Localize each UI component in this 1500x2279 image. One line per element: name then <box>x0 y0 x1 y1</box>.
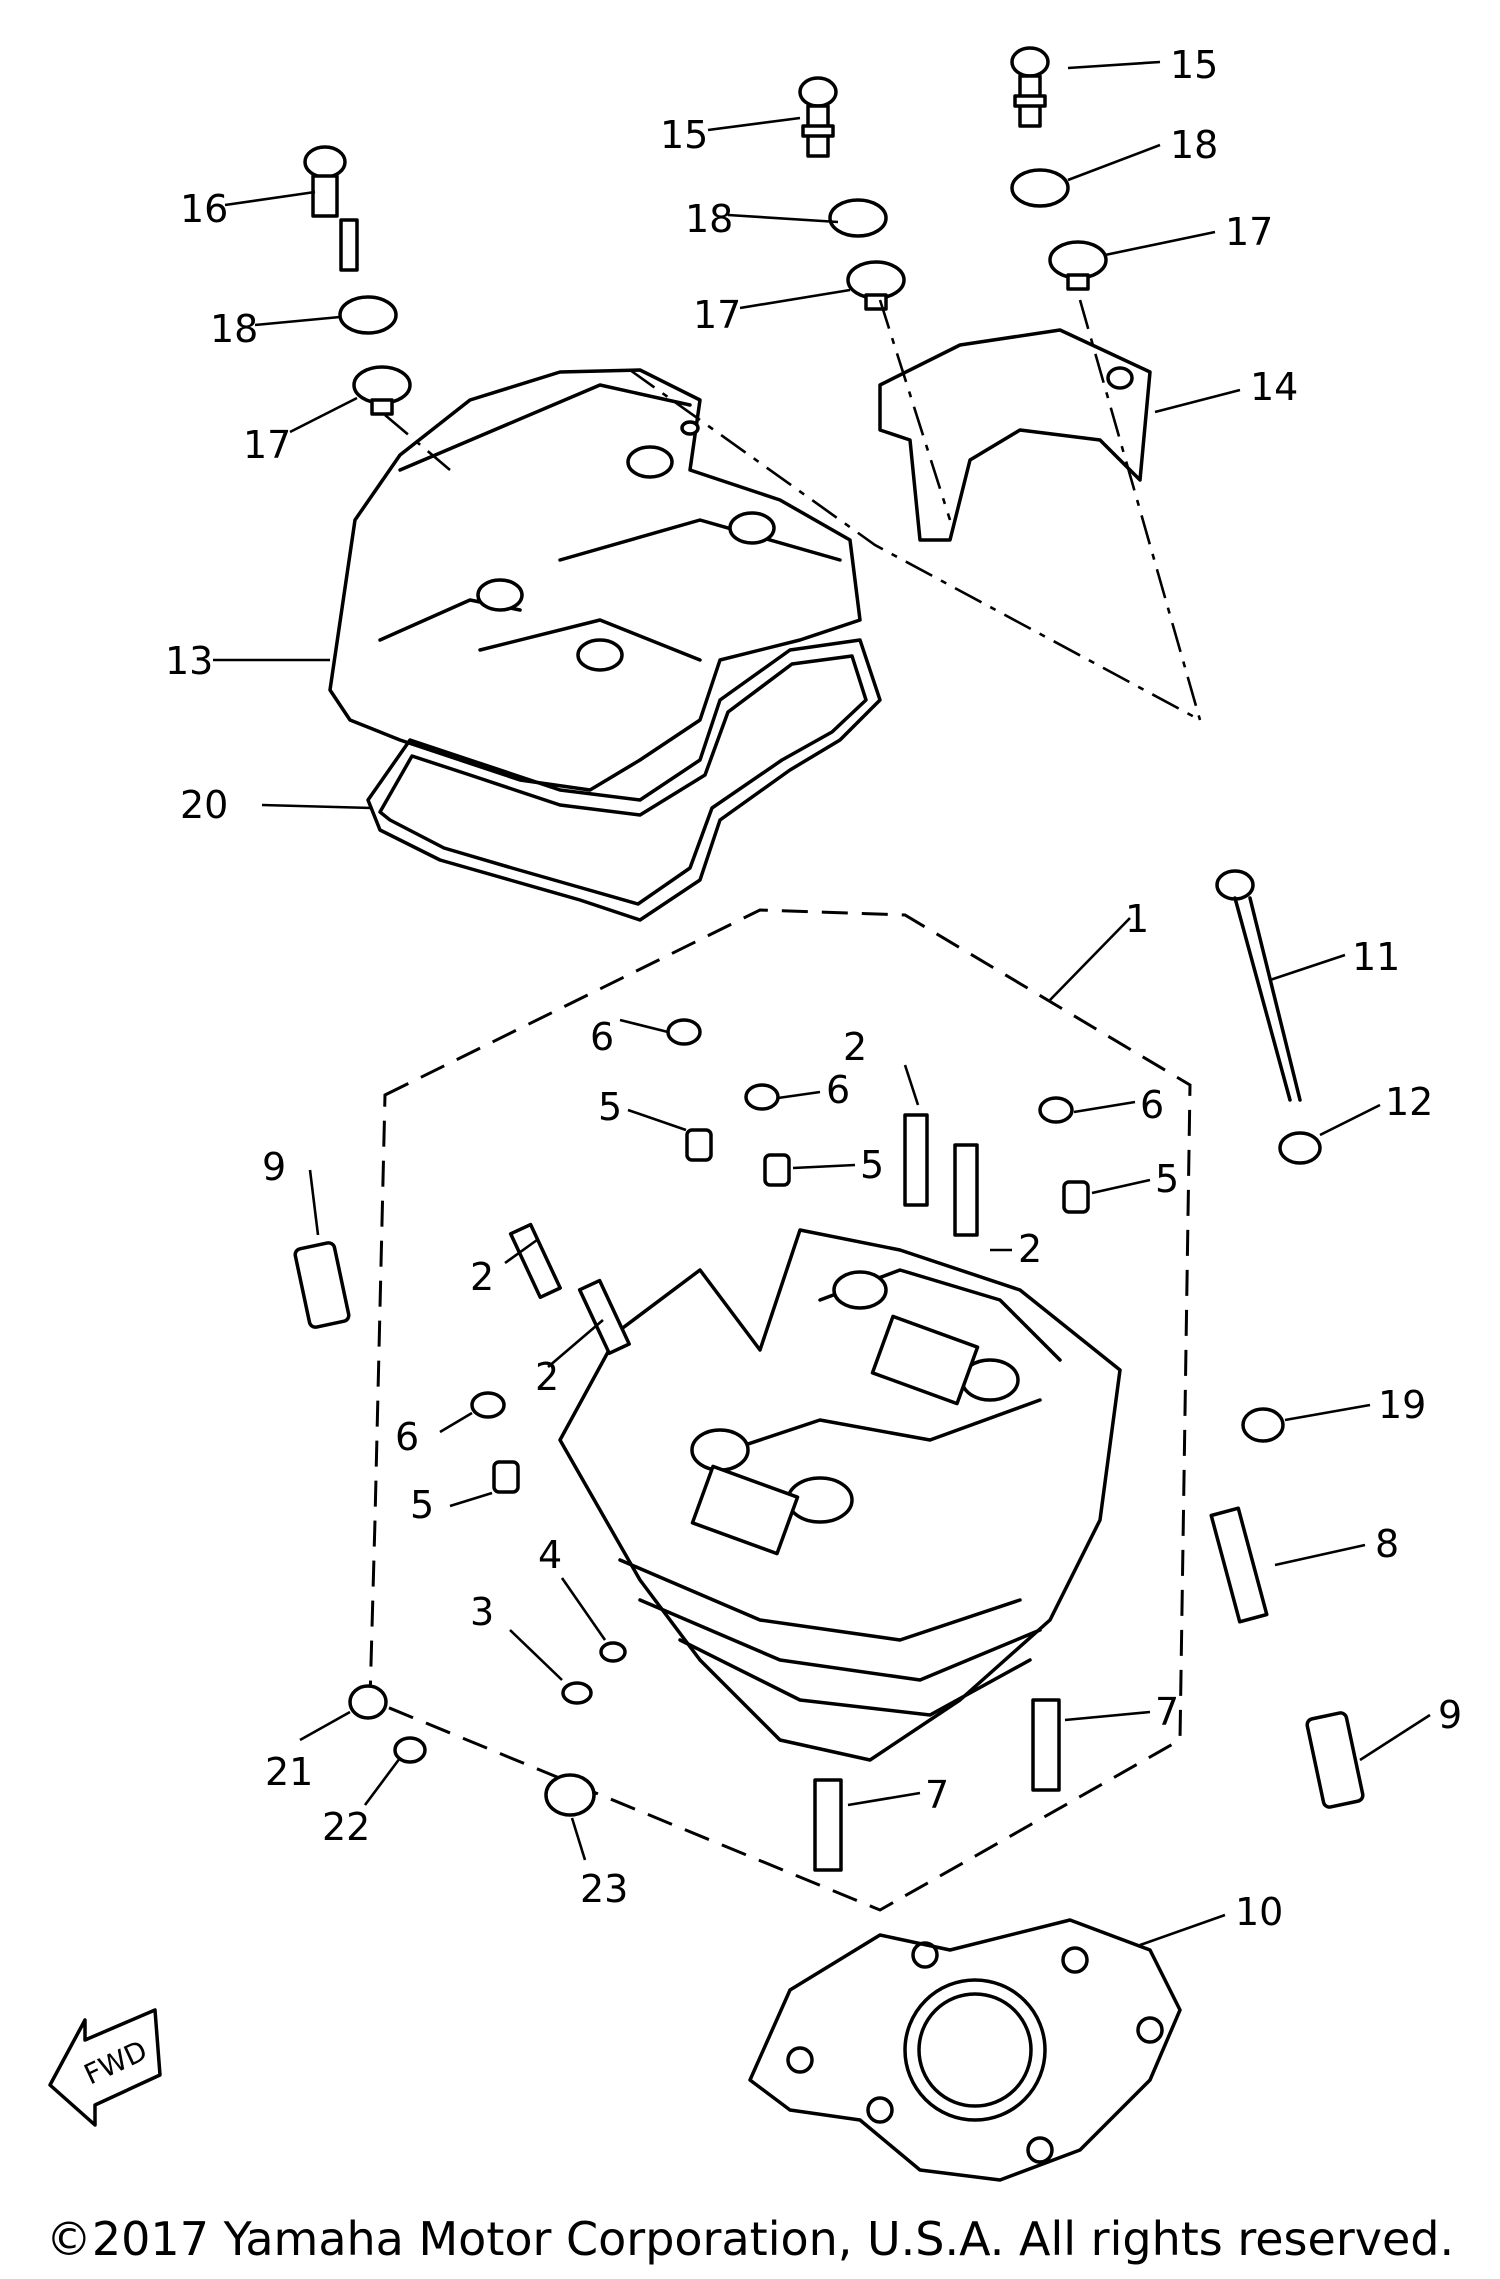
seal-23 <box>544 1773 596 1817</box>
callout-21: 21 <box>265 1750 313 1794</box>
callout-5b: 5 <box>860 1143 884 1187</box>
fwd-arrow-icon: FWD <box>48 2008 162 2127</box>
callout-5c: 5 <box>1155 1157 1179 1201</box>
callout-18a: 18 <box>685 197 733 241</box>
callout-12: 12 <box>1385 1080 1433 1124</box>
callout-5a: 5 <box>598 1085 622 1129</box>
callout-15a: 15 <box>660 113 708 157</box>
valve-guide-2d <box>953 1143 979 1237</box>
callout-16: 16 <box>180 187 228 231</box>
callout-2c: 2 <box>470 1255 494 1299</box>
bolt-6b <box>744 1083 780 1111</box>
bolt-3 <box>561 1681 593 1705</box>
stud-bolt-11 <box>1215 869 1302 1102</box>
cylinder-head-boundary <box>368 908 1192 1912</box>
cylinder-gasket <box>748 1918 1182 2182</box>
callout-17b: 17 <box>1225 210 1273 254</box>
callout-8: 8 <box>1375 1522 1399 1566</box>
callout-6a: 6 <box>590 1015 614 1059</box>
callout-7b: 7 <box>925 1773 949 1817</box>
callout-9a: 9 <box>262 1145 286 1189</box>
bolt-6c <box>1038 1096 1074 1124</box>
dowel-5a <box>685 1128 713 1162</box>
bolt-6a <box>666 1018 702 1046</box>
cover-bracket <box>878 328 1152 542</box>
stud-7-right <box>1031 1698 1061 1792</box>
callout-numbers: 15 15 16 18 18 18 17 17 17 14 13 20 1 11… <box>165 43 1462 1934</box>
copyright-notice: ©2017 Yamaha Motor Corporation, U.S.A. A… <box>45 2212 1455 2266</box>
bolt-15-right <box>1010 46 1050 128</box>
leader-lines <box>213 60 1431 1947</box>
callout-13: 13 <box>165 639 213 683</box>
spark-plug-8 <box>1209 1506 1269 1624</box>
bolt-15-left <box>798 76 838 158</box>
dowel-5c <box>1062 1180 1090 1214</box>
callout-7a: 7 <box>1155 1690 1179 1734</box>
callout-9b: 9 <box>1438 1693 1462 1737</box>
callout-4: 4 <box>538 1533 562 1577</box>
callout-18c: 18 <box>210 307 258 351</box>
callout-18b: 18 <box>1170 123 1218 167</box>
washer-22 <box>393 1736 427 1764</box>
dowel-5d <box>492 1460 520 1494</box>
callout-17a: 17 <box>693 293 741 337</box>
cylinder-head <box>558 1228 1122 1762</box>
head-cover-gasket <box>366 638 882 922</box>
grommet-17-mid <box>846 260 906 311</box>
plug-19 <box>1241 1407 1285 1443</box>
bolt-6d <box>470 1391 506 1419</box>
dowel-5b <box>763 1153 791 1187</box>
grommet-17-right <box>1048 240 1108 291</box>
callout-20: 20 <box>180 783 228 827</box>
damper-18-right <box>1010 168 1070 208</box>
callout-14: 14 <box>1250 365 1298 409</box>
damper-18-mid <box>828 198 888 238</box>
washer-12 <box>1278 1131 1322 1165</box>
callout-6d: 6 <box>395 1415 419 1459</box>
callout-6c: 6 <box>1140 1083 1164 1127</box>
callout-5d: 5 <box>410 1483 434 1527</box>
plug-21 <box>348 1684 388 1720</box>
callout-2d: 2 <box>535 1355 559 1399</box>
callout-3: 3 <box>470 1590 494 1634</box>
callout-6b: 6 <box>826 1068 850 1112</box>
spring-9-right <box>1305 1711 1365 1809</box>
grommet-17-left <box>352 365 412 416</box>
spring-9-left <box>293 1241 351 1329</box>
callout-19: 19 <box>1378 1383 1426 1427</box>
stud-7-left <box>813 1778 843 1872</box>
valve-guide-2a <box>508 1222 562 1300</box>
head-cover <box>328 368 862 792</box>
callout-17c: 17 <box>243 423 291 467</box>
callout-2a: 2 <box>843 1025 867 1069</box>
bolt-16 <box>303 145 359 272</box>
valve-guide-2b <box>577 1278 631 1356</box>
callout-11: 11 <box>1352 935 1400 979</box>
callout-1: 1 <box>1125 897 1149 941</box>
valve-guide-2c <box>903 1113 929 1207</box>
callout-22: 22 <box>322 1805 370 1849</box>
callout-10: 10 <box>1235 1890 1283 1934</box>
callout-2b: 2 <box>1018 1227 1042 1271</box>
washer-4 <box>599 1641 627 1663</box>
callout-15b: 15 <box>1170 43 1218 87</box>
damper-18-left <box>338 295 398 335</box>
callout-23: 23 <box>580 1867 628 1911</box>
